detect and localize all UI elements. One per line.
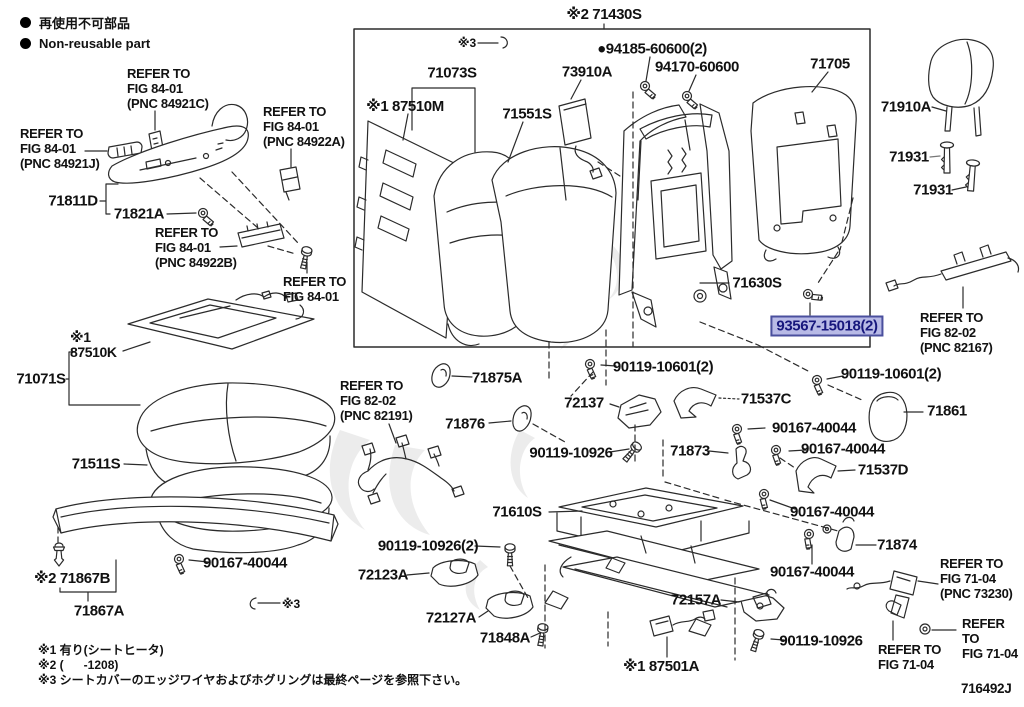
label-hog-ring-marker-top: ※3 bbox=[457, 36, 477, 50]
track-covers-drawing bbox=[430, 558, 534, 619]
seat-track-drawing bbox=[544, 487, 772, 637]
assembly-group-box bbox=[353, 28, 871, 348]
seat-sensor-drawing bbox=[649, 609, 716, 637]
legend-jp-text: 再使用不可部品 bbox=[39, 16, 131, 31]
label-refer-7104-bottom: REFER TO FIG 71-04 bbox=[878, 642, 942, 672]
label-90167-40044-3: 90167-40044 bbox=[789, 503, 875, 521]
label-87501A: ※1 87501A bbox=[622, 658, 700, 675]
non-reusable-bullet-icon bbox=[20, 17, 31, 28]
label-71867A: 71867A bbox=[73, 602, 125, 620]
label-71511S: 71511S bbox=[71, 455, 121, 473]
seat-back-pad-drawing bbox=[491, 146, 617, 344]
label-90119-10926-2x: 90119-10926(2) bbox=[377, 537, 479, 555]
label-87510K: ※1 87510K bbox=[70, 329, 117, 360]
footnote-3: ※3 シートカバーのエッジワイヤおよびホグリングは最終ページを参照下さい。 bbox=[38, 673, 468, 687]
legend-row-en: Non-reusable part bbox=[20, 36, 150, 51]
headrest-drawing bbox=[928, 38, 994, 137]
label-93567-15018: 93567-15018(2) bbox=[770, 315, 884, 337]
label-71551S: 71551S bbox=[502, 105, 552, 123]
label-71873: 71873 bbox=[670, 442, 710, 460]
label-71073S: 71073S bbox=[427, 64, 477, 82]
seat-back-rear-cover-drawing bbox=[750, 86, 857, 262]
label-90119-10601-right: 90119-10601(2) bbox=[840, 365, 942, 383]
label-refer-84922A: REFER TO FIG 84-01 (PNC 84922A) bbox=[263, 104, 345, 149]
label-71705: 71705 bbox=[810, 55, 850, 73]
label-71861: 71861 bbox=[927, 402, 967, 420]
recline-knob-drawing bbox=[868, 391, 908, 442]
label-72123A: 72123A bbox=[357, 566, 409, 584]
label-71931-lower: 71931 bbox=[913, 181, 953, 199]
label-71071S: 71071S bbox=[16, 370, 66, 388]
label-90119-10926-a: 90119-10926 bbox=[529, 444, 613, 462]
seat-heater-drawing bbox=[127, 290, 315, 350]
label-71430S: ※2 71430S bbox=[566, 6, 642, 23]
label-73910A: 73910A bbox=[561, 63, 613, 81]
label-hog-ring-marker-bottom: ※3 bbox=[281, 597, 301, 611]
non-reusable-bullet-icon bbox=[20, 38, 31, 49]
label-90167-40044-5: 90167-40044 bbox=[202, 554, 288, 572]
shield-fasteners-drawing bbox=[197, 166, 314, 271]
leader-lines bbox=[59, 23, 967, 658]
label-refer-84921C: REFER TO FIG 84-01 (PNC 84921C) bbox=[127, 66, 209, 111]
label-71630S: 71630S bbox=[732, 274, 782, 292]
label-refer-73230: REFER TO FIG 71-04 (PNC 73230) bbox=[940, 556, 1013, 601]
label-refer-84922B: REFER TO FIG 84-01 (PNC 84922B) bbox=[155, 225, 237, 270]
label-71867B: ※2 71867B bbox=[33, 570, 111, 587]
label-90167-40044-1: 90167-40044 bbox=[771, 419, 857, 437]
label-71811D: 71811D bbox=[48, 192, 98, 210]
label-87510M: ※1 87510M bbox=[366, 98, 444, 115]
wire-harness-82191-drawing bbox=[357, 434, 465, 505]
hog-ring-symbols-drawing bbox=[249, 36, 508, 610]
screws-drawing bbox=[504, 422, 931, 654]
label-90167-40044-2: 90167-40044 bbox=[800, 440, 886, 458]
footnotes: ※1 有り(シートヒータ) ※2 ( -1208) ※3 シートカバーのエッジワ… bbox=[38, 643, 467, 688]
label-90119-10926-b: 90119-10926 bbox=[779, 632, 863, 650]
belt-buckle-drawing bbox=[846, 570, 918, 619]
footnote-1: ※1 有り(シートヒータ) bbox=[38, 643, 164, 657]
footnote-2: ※2 ( -1208) bbox=[38, 658, 119, 672]
small-brackets-drawing bbox=[431, 363, 855, 622]
label-refer-84921J: REFER TO FIG 84-01 (PNC 84921J) bbox=[20, 126, 100, 171]
label-71931-upper: 71931 bbox=[889, 148, 929, 166]
label-refer-7104-right: REFER TO FIG 71-04 bbox=[962, 616, 1018, 661]
label-71610S: 71610S bbox=[492, 503, 542, 521]
label-71848A: 71848A bbox=[479, 629, 531, 647]
front-valance-drawing bbox=[52, 496, 339, 542]
label-72137: 72137 bbox=[564, 394, 604, 412]
label-90167-40044-4: 90167-40044 bbox=[769, 563, 855, 581]
label-71875A: 71875A bbox=[471, 369, 523, 387]
label-94170-60600: 94170-60600 bbox=[654, 58, 740, 76]
assembly-dashed-lines bbox=[57, 91, 863, 661]
wire-harness-82167-drawing bbox=[885, 244, 1020, 292]
seat-side-shield-drawing bbox=[107, 103, 249, 184]
seat-back-board-drawing bbox=[354, 120, 459, 339]
label-71910A: 71910A bbox=[880, 98, 932, 116]
side-airbag-drawing bbox=[558, 98, 603, 180]
label-72127A: 72127A bbox=[425, 609, 477, 627]
seat-back-frame-drawing bbox=[618, 103, 733, 328]
legend: 再使用不可部品 Non-reusable part bbox=[20, 13, 150, 55]
diagram-number: 716492J bbox=[961, 681, 1012, 696]
label-refer-8401: REFER TO FIG 84-01 bbox=[283, 274, 347, 304]
label-71537D: 71537D bbox=[857, 461, 909, 479]
label-refer-82167: REFER TO FIG 82-02 (PNC 82167) bbox=[920, 310, 993, 355]
label-71876: 71876 bbox=[445, 415, 485, 433]
label-94185-60600: ●94185-60600(2) bbox=[597, 40, 707, 58]
legend-row-jp: 再使用不可部品 bbox=[20, 13, 150, 32]
label-71537C: 71537C bbox=[740, 390, 792, 408]
label-72157A: 72157A bbox=[670, 591, 722, 609]
label-71874: 71874 bbox=[877, 536, 917, 554]
label-refer-82191: REFER TO FIG 82-02 (PNC 82191) bbox=[340, 378, 413, 423]
label-71821A: 71821A bbox=[113, 205, 165, 223]
legend-en-text: Non-reusable part bbox=[39, 36, 151, 51]
label-90119-10601-left: 90119-10601(2) bbox=[612, 358, 714, 376]
